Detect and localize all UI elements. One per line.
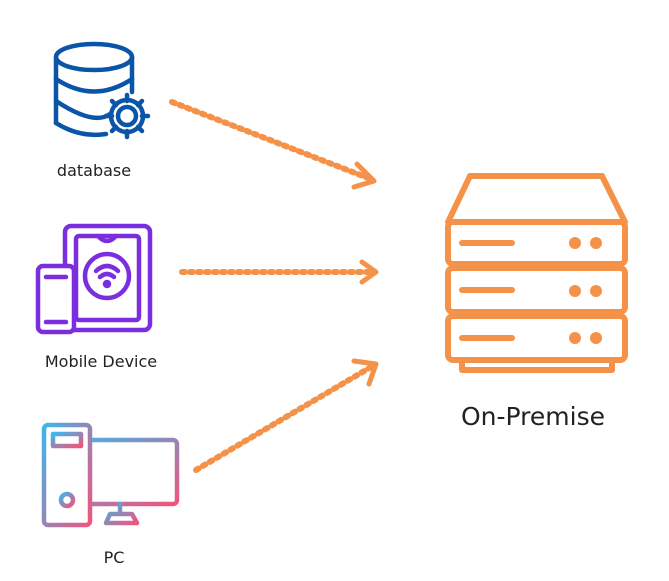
arrow-pc-to-server: [193, 358, 379, 473]
arrow-database-to-server: [169, 99, 377, 190]
database-gear-icon: [53, 41, 151, 140]
desktop-pc-icon: [41, 422, 180, 528]
arrow-mobile-to-server: [179, 259, 379, 285]
database-label: database: [57, 161, 131, 180]
tablet-phone-wifi-icon: [35, 223, 153, 335]
pc-label: PC: [104, 548, 125, 567]
server-status-leds: [569, 237, 602, 344]
mobile-device-label: Mobile Device: [45, 352, 157, 371]
on-premise-label: On-Premise: [461, 402, 605, 431]
server-rack-icon: [445, 173, 628, 373]
